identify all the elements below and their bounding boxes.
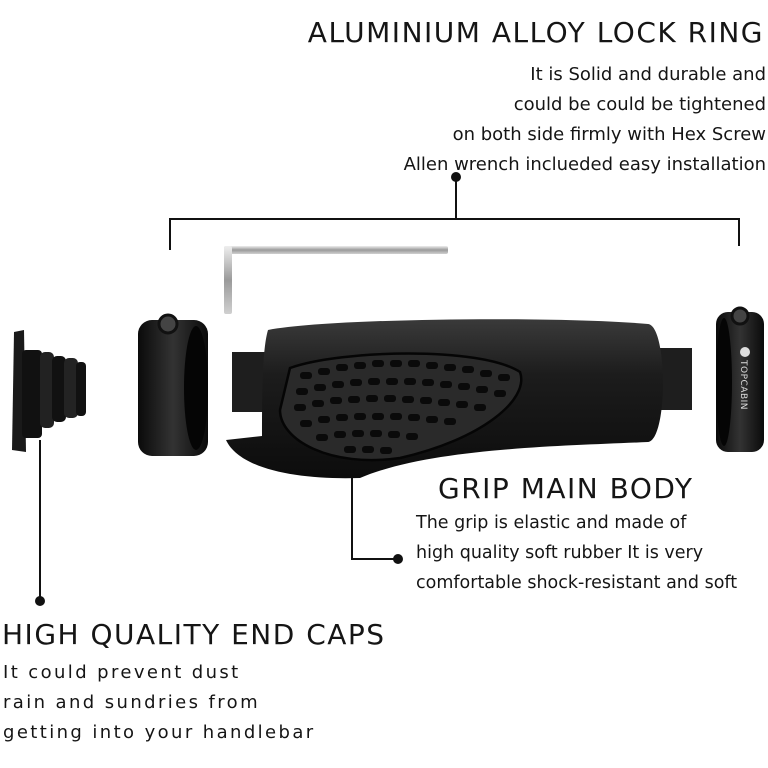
lock-ring-bracket-stem bbox=[455, 178, 457, 220]
grip-body-line: The grip is elastic and made of bbox=[416, 513, 687, 533]
end-caps-line: rain and sundries from bbox=[3, 692, 261, 713]
grip-body-description: The grip is elastic and made of high qua… bbox=[416, 508, 737, 598]
hex-wrench-icon bbox=[224, 246, 448, 314]
grip-body-line: comfortable shock-resistant and soft bbox=[416, 573, 738, 593]
grip-body-heading: GRIP MAIN BODY bbox=[438, 472, 694, 505]
grip-body-icon bbox=[226, 319, 692, 479]
lock-ring-pointer-dot bbox=[451, 172, 461, 182]
end-cap-leader-vertical bbox=[39, 440, 41, 600]
brand-logo-text: TOPCABIN bbox=[738, 360, 748, 411]
grip-body-line: high quality soft rubber It is very bbox=[416, 543, 704, 563]
left-lock-ring-icon bbox=[138, 313, 208, 456]
lock-ring-line: Allen wrench incluеded easy installation bbox=[403, 154, 766, 175]
end-cap-icon bbox=[12, 330, 86, 452]
lock-ring-description: It is Solid and durable and could be cou… bbox=[404, 60, 766, 180]
lock-ring-bracket-right bbox=[738, 218, 740, 246]
right-lock-ring-icon bbox=[716, 306, 764, 452]
end-caps-line: getting into your handlebar bbox=[3, 722, 316, 743]
lock-ring-bracket-left bbox=[169, 218, 171, 250]
end-caps-description: It could prevent dust rain and sundries … bbox=[3, 658, 316, 748]
end-caps-heading: HIGH QUALITY END CAPS bbox=[2, 618, 386, 651]
end-cap-pointer-dot bbox=[35, 596, 45, 606]
end-caps-line: It could prevent dust bbox=[3, 662, 241, 683]
grip-leader-vertical bbox=[351, 478, 353, 560]
lock-ring-line: could be could be tightened bbox=[513, 94, 766, 115]
lock-ring-heading: ALUMINIUM ALLOY LOCK RING bbox=[307, 16, 764, 49]
lock-ring-line: on both side firmly with Hex Screw bbox=[452, 124, 766, 145]
lock-ring-line: It is Solid and durable and bbox=[530, 64, 766, 85]
grip-pointer-dot bbox=[393, 554, 403, 564]
grip-leader-horizontal bbox=[351, 558, 397, 560]
